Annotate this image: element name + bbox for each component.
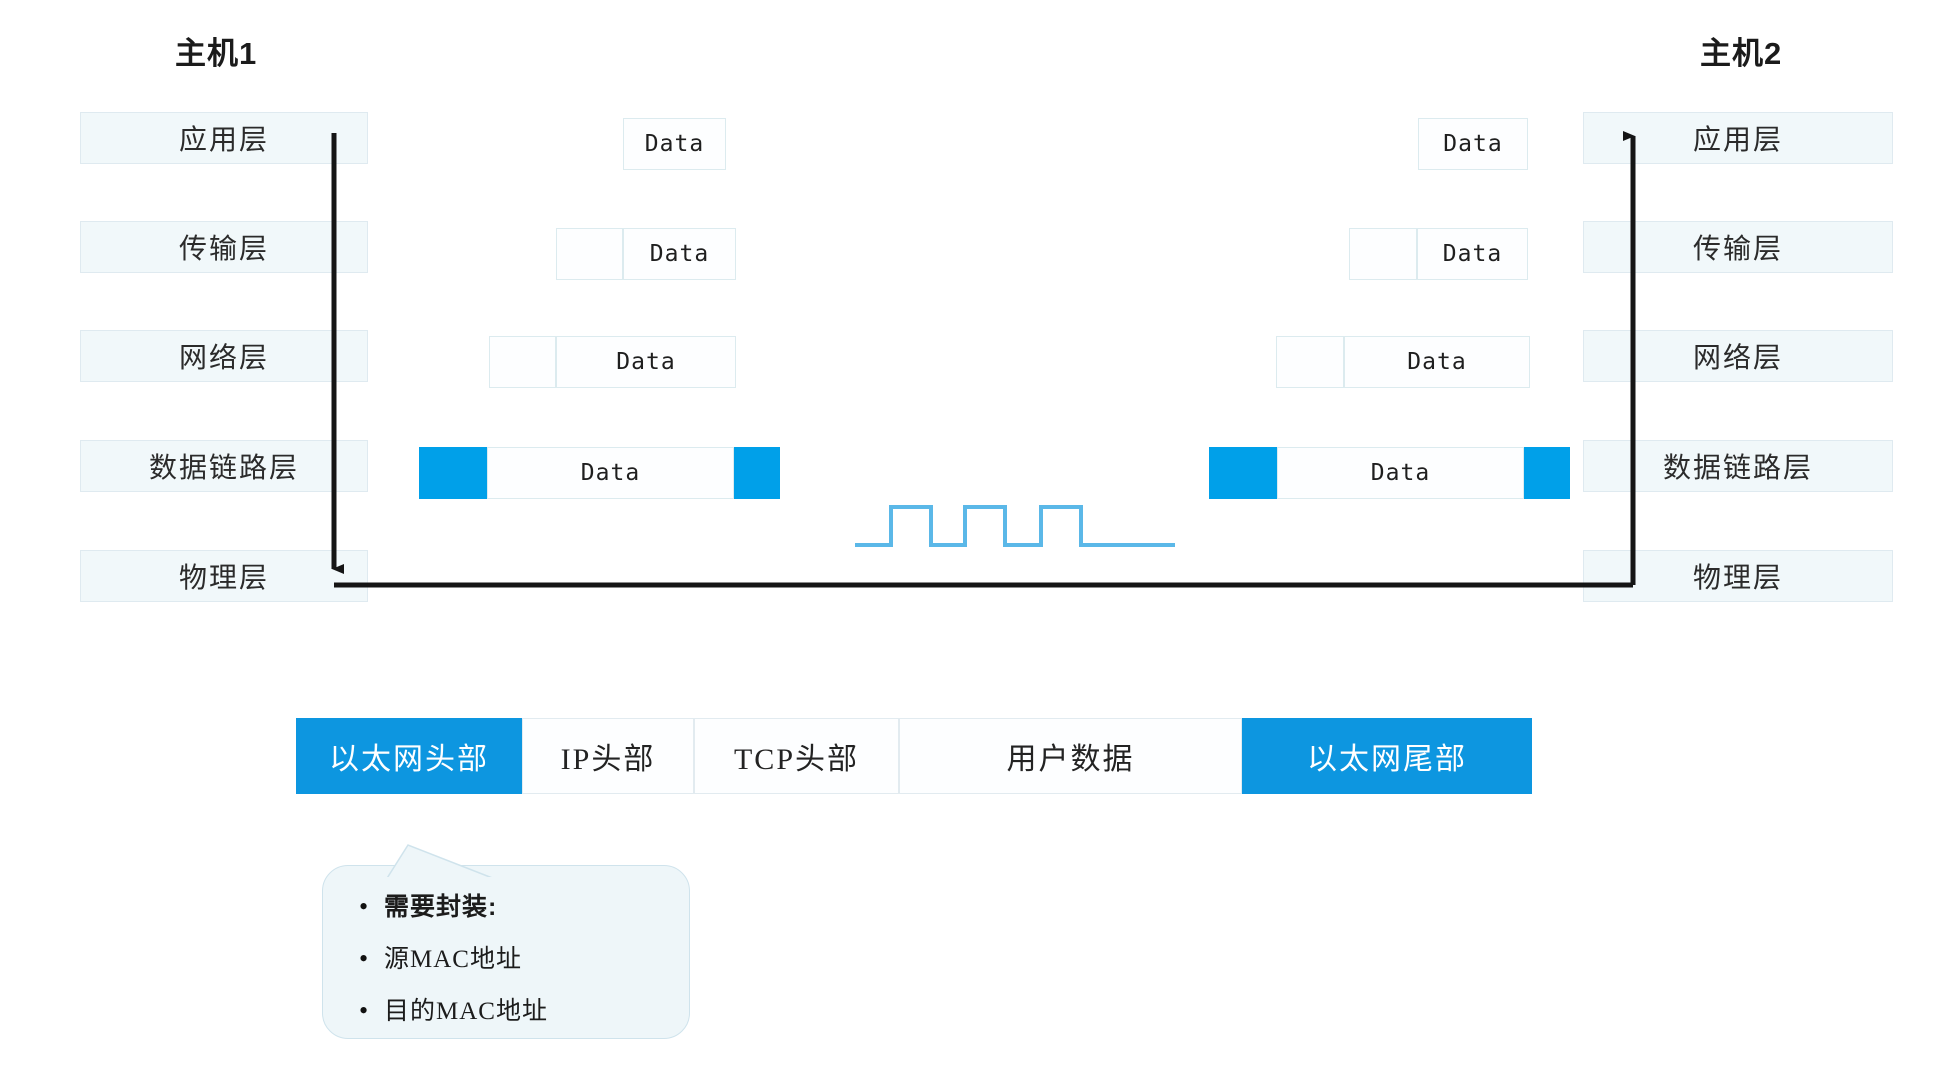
frame-cell-ethernet-trailer[interactable]: 以太网尾部 — [1242, 718, 1532, 794]
packet-segment-data: Data — [1277, 447, 1524, 499]
packet-left-network: Data — [489, 336, 736, 388]
packet-segment-data: Data — [623, 228, 736, 280]
callout-item: • 目的MAC地址 — [344, 991, 672, 1027]
packet-segment-data: Data — [556, 336, 736, 388]
callout-tail-icon — [380, 844, 504, 883]
packet-segment-data: Data — [1417, 228, 1528, 280]
packet-segment-ethernet-header — [1209, 447, 1277, 499]
callout-body — [322, 865, 690, 1039]
layer-box-left-datalink[interactable]: 数据链路层 — [80, 440, 368, 492]
ethernet-frame-strip: 以太网头部 IP头部 TCP头部 用户数据 以太网尾部 — [296, 718, 1532, 794]
packet-segment-data: Data — [487, 447, 734, 499]
bullet-icon: • — [358, 944, 370, 973]
packet-right-transport: Data — [1349, 228, 1528, 280]
bullet-icon: • — [358, 996, 370, 1025]
layer-box-right-physical[interactable]: 物理层 — [1583, 550, 1893, 602]
callout-item-label: 目的MAC地址 — [384, 998, 548, 1025]
packet-segment-network-header — [1276, 336, 1344, 388]
packet-segment-data: Data — [1418, 118, 1528, 170]
host-title-right: 主机2 — [1700, 36, 1783, 71]
callout-ethernet-header: • 需要封装: • 源MAC地址 • 目的MAC地址 — [322, 843, 690, 1039]
layer-box-left-physical[interactable]: 物理层 — [80, 550, 368, 602]
packet-segment-data: Data — [623, 118, 726, 170]
square-wave-signal-icon — [855, 505, 1175, 547]
packet-segment-ethernet-trailer — [1524, 447, 1570, 499]
callout-item-label: 源MAC地址 — [384, 946, 522, 973]
bullet-icon: • — [358, 892, 370, 921]
packet-left-datalink: Data — [419, 447, 780, 499]
callout-item-label: 需要封装: — [384, 893, 498, 921]
layer-box-left-transport[interactable]: 传输层 — [80, 221, 368, 273]
layer-box-right-application[interactable]: 应用层 — [1583, 112, 1893, 164]
packet-left-transport: Data — [556, 228, 736, 280]
frame-cell-ethernet-header[interactable]: 以太网头部 — [296, 718, 522, 794]
layer-box-left-application[interactable]: 应用层 — [80, 112, 368, 164]
packet-left-application: Data — [623, 118, 726, 170]
layer-box-left-network[interactable]: 网络层 — [80, 330, 368, 382]
packet-segment-transport-header — [556, 228, 623, 280]
frame-cell-tcp-header[interactable]: TCP头部 — [694, 718, 899, 794]
packet-right-network: Data — [1276, 336, 1530, 388]
packet-segment-transport-header — [1349, 228, 1417, 280]
packet-segment-ethernet-trailer — [734, 447, 780, 499]
packet-segment-ethernet-header — [419, 447, 487, 499]
packet-segment-network-header — [489, 336, 556, 388]
callout-item: • 源MAC地址 — [344, 939, 672, 975]
layer-box-right-transport[interactable]: 传输层 — [1583, 221, 1893, 273]
frame-cell-user-data[interactable]: 用户数据 — [899, 718, 1242, 794]
layer-box-right-network[interactable]: 网络层 — [1583, 330, 1893, 382]
callout-item: • 需要封装: — [344, 887, 672, 923]
callout-list: • 需要封装: • 源MAC地址 • 目的MAC地址 — [322, 865, 690, 1039]
packet-right-datalink: Data — [1209, 447, 1570, 499]
frame-cell-ip-header[interactable]: IP头部 — [522, 718, 694, 794]
layer-box-right-datalink[interactable]: 数据链路层 — [1583, 440, 1893, 492]
packet-right-application: Data — [1418, 118, 1528, 170]
packet-segment-data: Data — [1344, 336, 1530, 388]
host-title-left: 主机1 — [175, 36, 258, 71]
